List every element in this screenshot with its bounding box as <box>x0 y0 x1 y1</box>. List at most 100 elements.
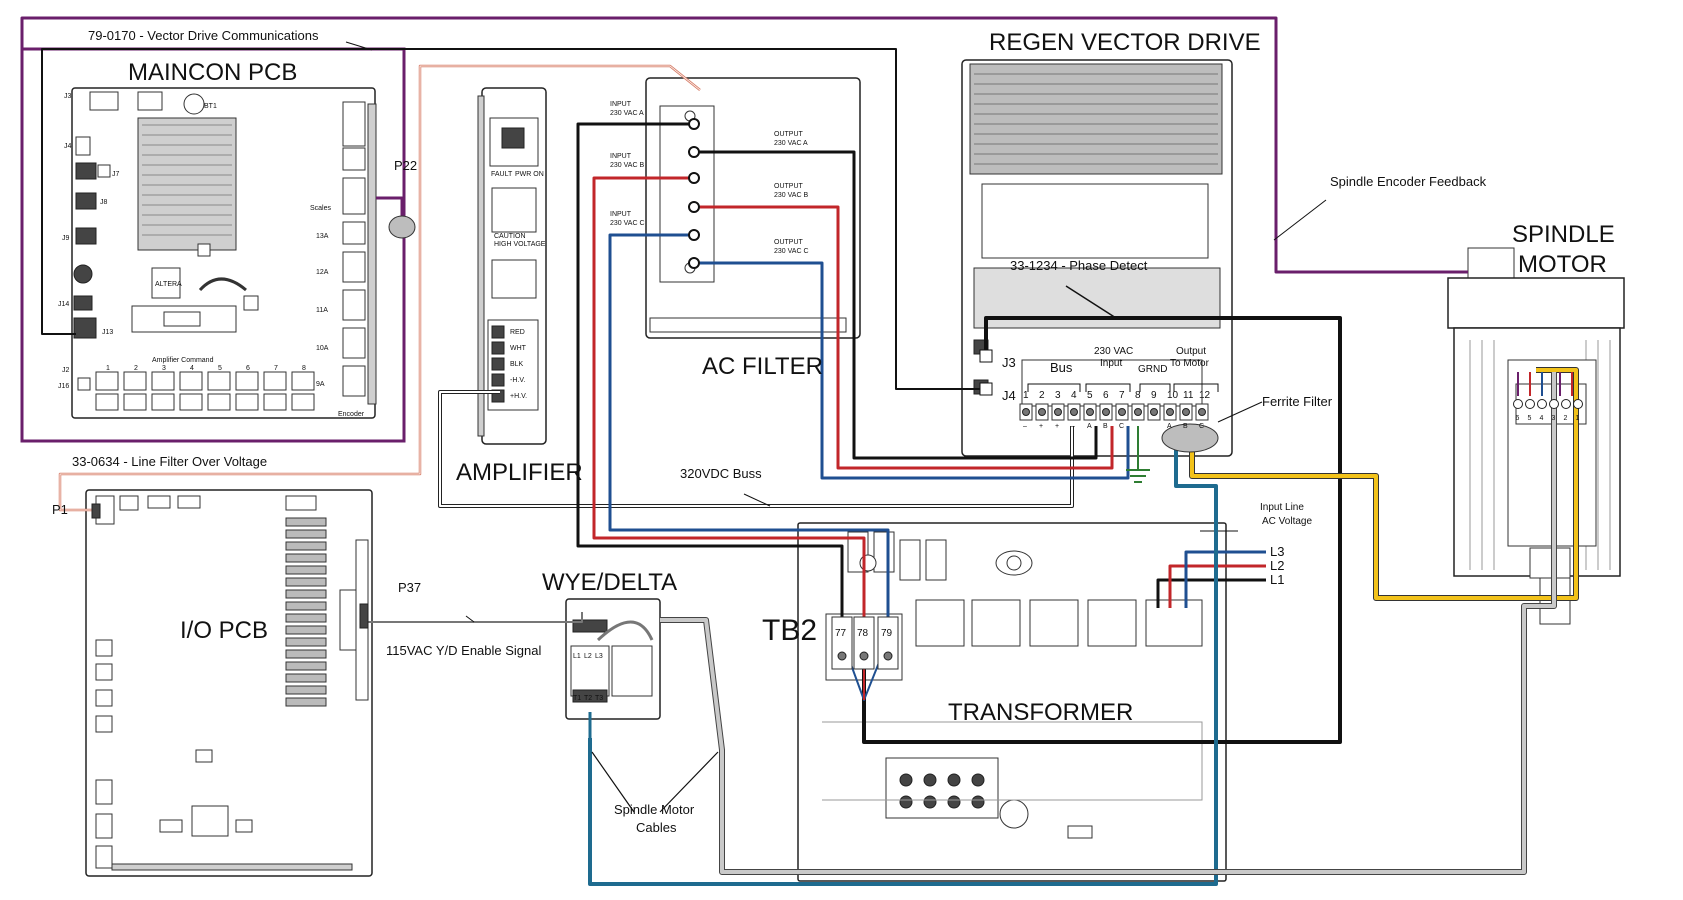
label-spindle-cables-1: Spindle Motor <box>614 802 695 817</box>
drive-terminal-number: 4 <box>1071 390 1077 401</box>
motor-terminal-screw <box>1525 399 1535 409</box>
drive-terminal-number: 3 <box>1055 390 1061 401</box>
mc-j9: J9 <box>62 235 70 242</box>
motor-terminal-screw <box>1549 399 1559 409</box>
label-p1: P1 <box>52 502 68 517</box>
drive-terminal-screw <box>1166 408 1174 416</box>
wd-t1: T1 <box>573 695 581 702</box>
label-scales: Scales <box>310 205 332 212</box>
mc-9a: 9A <box>316 381 325 388</box>
drive-terminal-number: 9 <box>1151 390 1157 401</box>
drive-terminal-number: 10 <box>1167 390 1179 401</box>
drive-terminal-screw <box>1198 408 1206 416</box>
label-j4: J4 <box>1002 388 1016 403</box>
p37-connector <box>359 603 369 629</box>
acf-in-b: 230 VAC B <box>610 162 644 169</box>
drive-terminal-sub: B <box>1103 423 1108 430</box>
motor-terminal-number: 3 <box>1552 415 1556 422</box>
mc-12a: 12A <box>316 269 329 276</box>
label-transformer: TRANSFORMER <box>948 699 1133 726</box>
drive-terminal-sub: A <box>1167 423 1172 430</box>
drive-terminal-sub: A <box>1087 423 1092 430</box>
label-l2: L2 <box>1270 558 1284 573</box>
amp-command-number: 1 <box>106 365 110 372</box>
j3-connector <box>979 349 993 363</box>
acf-out-b: 230 VAC B <box>774 192 808 199</box>
amp-command-number: 2 <box>134 365 138 372</box>
motor-terminal-screw <box>1573 399 1583 409</box>
drive-terminal-screw <box>1134 408 1142 416</box>
drive-terminal-sub: – <box>1071 423 1075 430</box>
amp-t-wht: WHT <box>510 345 527 352</box>
motor-terminal-screw <box>1561 399 1571 409</box>
drive-terminal-screw <box>1022 408 1030 416</box>
wd-t3: T3 <box>595 695 603 702</box>
j4-connector <box>979 382 993 396</box>
p1-connector <box>91 503 101 519</box>
acf-out-b-word: OUTPUT <box>774 183 804 190</box>
label-input-line-2: AC Voltage <box>1262 516 1312 527</box>
label-ac-filter: AC FILTER <box>702 353 823 380</box>
drive-terminal-number: 8 <box>1135 390 1141 401</box>
drive-terminal-screw <box>1038 408 1046 416</box>
spindle-motor-unit <box>1447 247 1625 625</box>
transformer-unit <box>797 522 1227 882</box>
mc-j13: J13 <box>102 329 113 336</box>
label-grnd: GRND <box>1138 364 1167 375</box>
motor-terminal-number: 1 <box>1576 415 1580 422</box>
label-bus: Bus <box>1050 360 1073 375</box>
label-line-filter: 33-0634 - Line Filter Over Voltage <box>72 454 267 469</box>
label-altera: ALTERA <box>155 281 182 288</box>
drive-terminal-screw <box>1086 408 1094 416</box>
label-yd-enable: 115VAC Y/D Enable Signal <box>386 643 541 658</box>
amp-command-number: 8 <box>302 365 306 372</box>
label-phase-detect: 33-1234 - Phase Detect <box>1010 258 1148 273</box>
acf-in-a-word: INPUT <box>610 101 632 108</box>
wye-delta-unit <box>565 598 661 720</box>
mc-j8: J8 <box>100 199 108 206</box>
drive-terminal-number: 1 <box>1023 390 1029 401</box>
drive-terminal-number: 7 <box>1119 390 1125 401</box>
drive-terminal-number: 6 <box>1103 390 1109 401</box>
drive-terminal-sub: + <box>1039 423 1043 430</box>
mc-13a: 13A <box>316 233 329 240</box>
label-vac-input-1: 230 VAC <box>1094 346 1133 357</box>
wire-input-c <box>608 233 890 617</box>
label-wye-delta: WYE/DELTA <box>542 569 677 596</box>
acf-in-c-word: INPUT <box>610 211 632 218</box>
label-maincon: MAINCON PCB <box>128 59 297 86</box>
wire-input-a <box>576 122 844 617</box>
drive-terminal-number: 5 <box>1087 390 1093 401</box>
acf-in-c: 230 VAC C <box>610 220 645 227</box>
label-regen: REGEN VECTOR DRIVE <box>989 29 1261 56</box>
tb2-terminal-screw <box>837 651 847 661</box>
label-ferrite: Ferrite Filter <box>1262 394 1333 409</box>
tb2-terminal-screw <box>883 651 893 661</box>
amp-command-number: 5 <box>218 365 222 372</box>
tb2-terminal-number: 77 <box>835 628 847 639</box>
drive-terminal-screw <box>1054 408 1062 416</box>
mc-10a: 10A <box>316 345 329 352</box>
amp-command-number: 4 <box>190 365 194 372</box>
wire-phase-detect <box>862 316 1342 744</box>
wire-input-b <box>592 176 866 617</box>
drive-terminal-screw <box>1070 408 1078 416</box>
wire-input-line-l3 <box>1184 550 1266 608</box>
mc-j7: J7 <box>112 171 120 178</box>
acf-in-a: 230 VAC A <box>610 110 644 117</box>
drive-terminal-screw <box>1118 408 1126 416</box>
label-l1: L1 <box>1270 572 1284 587</box>
tb2-terminal-screw <box>859 651 869 661</box>
tb2-terminal-box <box>853 616 875 670</box>
p22-filter <box>388 215 416 239</box>
amp-t-blk: BLK <box>510 361 524 368</box>
label-io-pcb: I/O PCB <box>180 617 268 644</box>
drive-terminal-screw <box>1182 408 1190 416</box>
acf-in-b-word: INPUT <box>610 153 632 160</box>
label-p22: P22 <box>394 158 417 173</box>
label-pwr-on: PWR ON <box>515 171 544 178</box>
amp-t-hv-minus: -H.V. <box>510 377 525 384</box>
label-vector-comm: 79-0170 - Vector Drive Communications <box>88 28 319 43</box>
